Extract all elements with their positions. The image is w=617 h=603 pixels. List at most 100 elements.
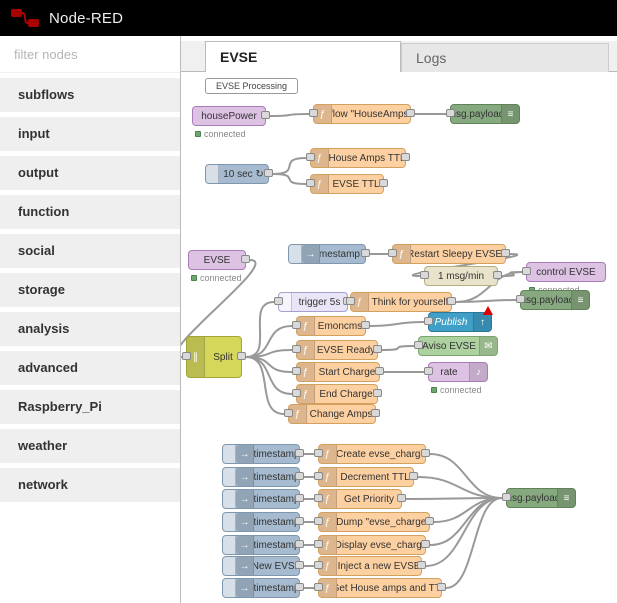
output-port[interactable] (295, 494, 304, 502)
node-publish[interactable]: Publish↑ (424, 306, 493, 332)
output-port[interactable] (295, 449, 304, 457)
input-port[interactable] (502, 493, 511, 501)
output-port[interactable] (379, 179, 388, 187)
sidebar-item-subflows[interactable]: subflows (0, 78, 180, 112)
output-port[interactable] (409, 472, 418, 480)
node-ts6[interactable]: →timestamp (222, 578, 304, 598)
inject-button[interactable] (223, 490, 236, 508)
input-port[interactable] (424, 317, 433, 325)
output-port[interactable] (241, 255, 250, 263)
output-port[interactable] (361, 321, 370, 329)
input-port[interactable] (388, 249, 397, 257)
input-port[interactable] (292, 345, 301, 353)
input-port[interactable] (424, 367, 433, 375)
input-port[interactable] (284, 409, 293, 417)
sidebar-item-output[interactable]: output (0, 156, 180, 190)
output-port[interactable] (401, 153, 410, 161)
inject-button[interactable] (206, 165, 219, 183)
output-port[interactable] (373, 345, 382, 353)
node-msgPayload3[interactable]: msg.payload≡ (502, 488, 576, 508)
input-port[interactable] (274, 297, 283, 305)
input-port[interactable] (516, 295, 525, 303)
sidebar-item-network[interactable]: network (0, 468, 180, 502)
input-port[interactable] (346, 297, 355, 305)
input-port[interactable] (182, 352, 191, 360)
output-port[interactable] (493, 271, 502, 279)
node-ts3[interactable]: →timestamp (222, 489, 304, 509)
output-port[interactable] (371, 409, 380, 417)
input-port[interactable] (414, 341, 423, 349)
inject-button[interactable] (223, 445, 236, 463)
input-port[interactable] (306, 179, 315, 187)
output-port[interactable] (421, 449, 430, 457)
output-port[interactable] (261, 111, 270, 119)
output-port[interactable] (264, 169, 273, 177)
output-port[interactable] (397, 494, 406, 502)
inject-button[interactable] (223, 579, 236, 597)
node-aviso[interactable]: Aviso EVSE✉ (414, 336, 498, 356)
node-ts1[interactable]: →timestamp (222, 444, 304, 464)
output-port[interactable] (295, 540, 304, 548)
sidebar-item-analysis[interactable]: analysis (0, 312, 180, 346)
node-ts5[interactable]: →timestamp (222, 535, 304, 555)
output-port[interactable] (237, 352, 246, 360)
input-port[interactable] (314, 583, 323, 591)
node-housePower[interactable]: housePower (192, 106, 270, 126)
node-split[interactable]: ∥Split (182, 336, 246, 378)
input-port[interactable] (446, 109, 455, 117)
inject-button[interactable] (223, 513, 236, 531)
output-port[interactable] (361, 249, 370, 257)
output-port[interactable] (447, 297, 456, 305)
node-newEVSE[interactable]: →New EVSE (222, 556, 304, 576)
node-ts2[interactable]: →timestamp (222, 467, 304, 487)
output-port[interactable] (295, 583, 304, 591)
output-port[interactable] (421, 540, 430, 548)
filter-nodes-input[interactable] (0, 46, 180, 62)
input-port[interactable] (314, 449, 323, 457)
output-port[interactable] (501, 249, 510, 257)
output-port[interactable] (406, 109, 415, 117)
node-msgMin[interactable]: 1 msg/min (420, 266, 502, 286)
node-evse[interactable]: EVSE (188, 250, 250, 270)
output-port[interactable] (295, 517, 304, 525)
input-port[interactable] (309, 109, 318, 117)
input-port[interactable] (314, 494, 323, 502)
node-msgPayload2[interactable]: msg.payload≡ (516, 290, 590, 310)
output-port[interactable] (425, 517, 434, 525)
sidebar-item-function[interactable]: function (0, 195, 180, 229)
input-port[interactable] (314, 517, 323, 525)
inject-button[interactable] (223, 468, 236, 486)
input-port[interactable] (314, 540, 323, 548)
inject-button[interactable] (223, 536, 236, 554)
sidebar-item-social[interactable]: social (0, 234, 180, 268)
inject-button[interactable] (223, 557, 236, 575)
input-port[interactable] (292, 389, 301, 397)
subflow-evse-processing-button[interactable]: EVSE Processing (205, 78, 299, 94)
output-port[interactable] (373, 389, 382, 397)
input-port[interactable] (306, 153, 315, 161)
sidebar-item-input[interactable]: input (0, 117, 180, 151)
node-ts4[interactable]: →timestamp (222, 512, 304, 532)
node-rate[interactable]: rate♪ (424, 362, 488, 382)
output-port[interactable] (375, 367, 384, 375)
node-controlEVSE[interactable]: control EVSE (522, 262, 606, 282)
node-ts0[interactable]: →timestamp ↻ (288, 244, 370, 264)
input-port[interactable] (292, 367, 301, 375)
sidebar-item-raspberry-pi[interactable]: Raspberry_Pi (0, 390, 180, 424)
input-port[interactable] (522, 267, 531, 275)
